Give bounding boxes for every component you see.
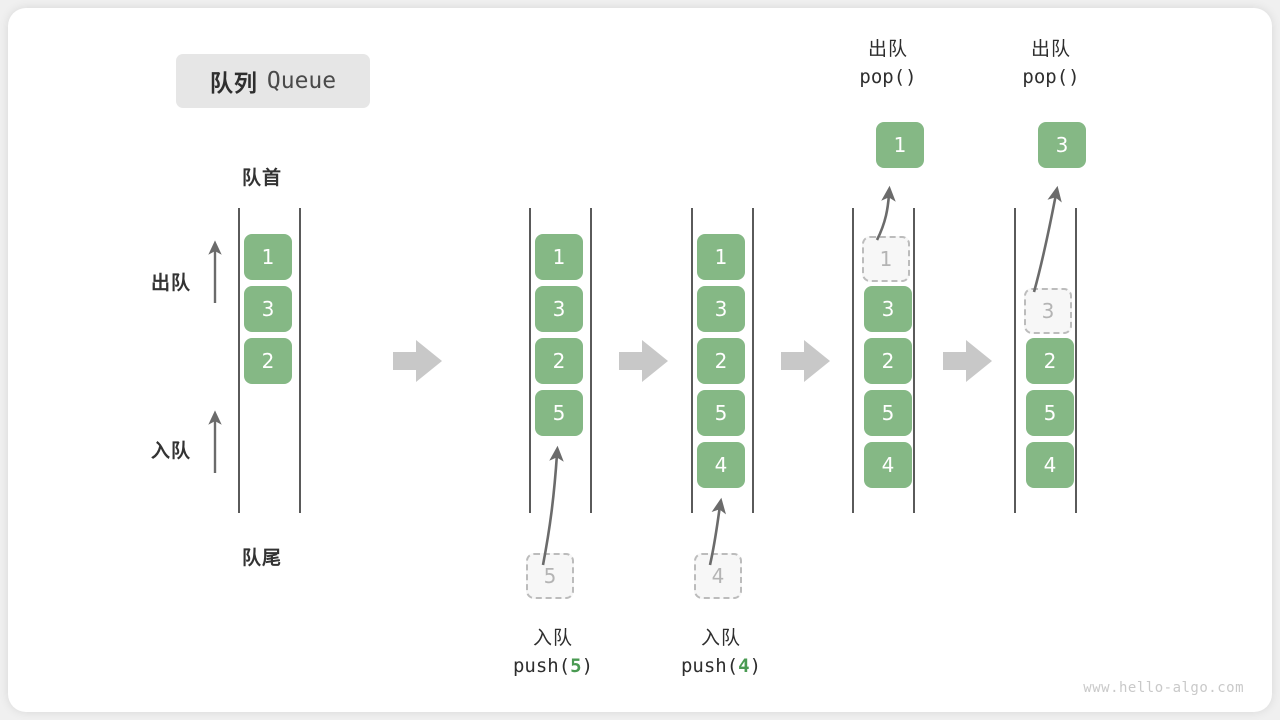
queue-element: 3: [535, 286, 583, 332]
push-caption-cn: 入队: [532, 627, 573, 649]
queue-element: 2: [244, 338, 292, 384]
step-flow-arrow-icon: [619, 340, 668, 382]
queue-element: 1: [244, 234, 292, 280]
watermark: www.hello-algo.com: [1083, 680, 1244, 696]
popped-element: 3: [1038, 122, 1086, 168]
pop-caption-2: 出队 pop(): [956, 36, 1146, 91]
push-caption-code: push(4): [680, 654, 762, 677]
push-arrow-1-icon: [541, 445, 564, 566]
rail-right-col1: [299, 208, 301, 513]
push-caption-cn: 入队: [700, 627, 741, 649]
rail-left-col2: [529, 208, 531, 513]
queue-element: 5: [864, 390, 912, 436]
arrow-overlay: [208, 185, 1062, 566]
push-caption-code: push(5): [512, 654, 594, 677]
pop-caption-code: pop(): [1022, 65, 1080, 88]
step-flow-arrow-icon: [393, 340, 442, 382]
rail-right-col5: [1075, 208, 1077, 513]
rail-left-col5: [1014, 208, 1016, 513]
push-ghost-box: 4: [694, 553, 742, 599]
queue-element: 3: [697, 286, 745, 332]
queue-element: 4: [864, 442, 912, 488]
dequeue-direction-label: 出队: [151, 272, 192, 294]
pop-arrow-2-icon: [1032, 185, 1062, 293]
pop-caption-cn: 出队: [867, 38, 908, 60]
queue-element: 5: [1026, 390, 1074, 436]
rail-right-col3: [752, 208, 754, 513]
rail-left-col1: [238, 208, 240, 513]
pop-caption-cn: 出队: [1030, 38, 1071, 60]
step-flow-arrow-icon: [781, 340, 830, 382]
push-caption-2: 入队 push(4): [611, 625, 831, 680]
title-chinese: 队列: [209, 71, 258, 97]
pop-caption-1: 出队 pop(): [793, 36, 983, 91]
diagram-card: 队列 Queue 队首 队尾 出队 入队 1 3 2 1 3 2 5 5: [8, 8, 1272, 712]
queue-element: 4: [1026, 442, 1074, 488]
title-english: Queue: [266, 68, 337, 94]
queue-element: 2: [697, 338, 745, 384]
push-ghost-box: 5: [526, 553, 574, 599]
rail-left-col4: [852, 208, 854, 513]
queue-element: 2: [535, 338, 583, 384]
rail-left-col3: [691, 208, 693, 513]
queue-head-label: 队首: [242, 167, 283, 189]
queue-element-new: 4: [697, 442, 745, 488]
queue-tail-label: 队尾: [242, 547, 283, 569]
step-flow-arrow-icon: [943, 340, 992, 382]
queue-element: 1: [697, 234, 745, 280]
enqueue-direction-label: 入队: [151, 440, 192, 462]
pop-ghost-box: 3: [1024, 288, 1072, 334]
queue-element: 5: [697, 390, 745, 436]
queue-element: 2: [864, 338, 912, 384]
rail-right-col2: [590, 208, 592, 513]
push-caption-1: 入队 push(5): [443, 625, 663, 680]
queue-element: 3: [244, 286, 292, 332]
popped-element: 1: [876, 122, 924, 168]
queue-element: 1: [535, 234, 583, 280]
pop-arrow-1-icon: [875, 185, 896, 241]
queue-element: 3: [864, 286, 912, 332]
queue-element-new: 5: [535, 390, 583, 436]
rail-right-col4: [913, 208, 915, 513]
pop-ghost-box: 1: [862, 236, 910, 282]
diagram-title: 队列 Queue: [176, 54, 370, 108]
queue-element: 2: [1026, 338, 1074, 384]
pop-caption-code: pop(): [859, 65, 917, 88]
